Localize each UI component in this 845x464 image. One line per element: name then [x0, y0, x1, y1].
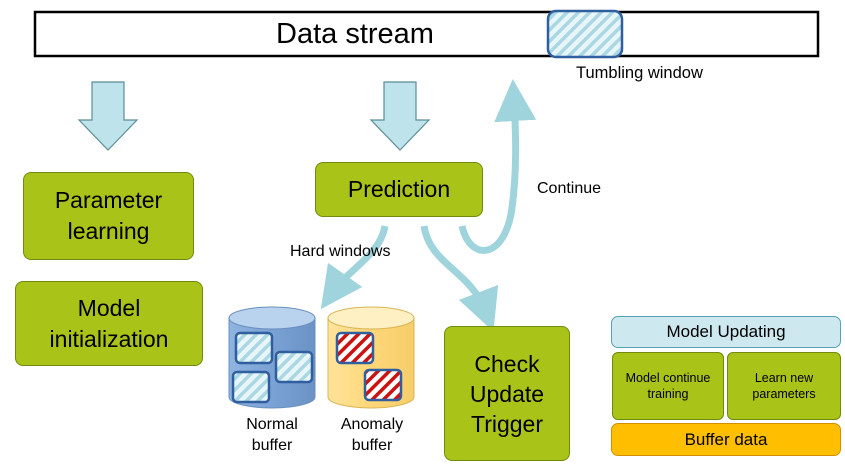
- model-continue-training-box: Model continue training: [612, 352, 724, 420]
- normal-window-1: [234, 331, 274, 365]
- normal-buffer-label: Normal buffer: [246, 416, 298, 454]
- model-updating-header: Model Updating: [611, 316, 841, 348]
- buffer-data-box: Buffer data: [611, 423, 841, 456]
- model-continue-training-label: Model continue training: [625, 371, 711, 401]
- parameter-learning-box: Parameter learning: [23, 172, 194, 260]
- continue-label: Continue: [537, 180, 602, 197]
- learn-new-parameters-box: Learn new parameters: [727, 352, 841, 420]
- learn-new-parameters-label: Learn new parameters: [752, 371, 816, 401]
- prediction-box: Prediction: [315, 162, 483, 217]
- anomaly-window-2: [363, 368, 403, 402]
- check-update-trigger-label: Check Update Trigger: [469, 350, 545, 437]
- model-initialization-label: Model initialization: [49, 294, 169, 352]
- hard-windows-arrow: [320, 225, 389, 310]
- check-update-trigger-box: Check Update Trigger: [444, 326, 570, 461]
- tumbling-window-label: Tumbling window: [576, 64, 703, 82]
- parameter-learning-label: Parameter learning: [54, 187, 163, 244]
- anomaly-buffer-cylinder: [327, 306, 415, 409]
- down-arrow-center: [369, 81, 431, 151]
- data-stream-bar: [33, 10, 820, 58]
- hard-windows-label: Hard windows: [290, 243, 391, 260]
- check-trigger-arrow: [420, 225, 499, 332]
- down-arrow-left: [77, 81, 139, 151]
- data-stream-label: Data stream: [276, 17, 434, 50]
- normal-window-2: [274, 350, 314, 384]
- tumbling-window-box: [546, 9, 624, 59]
- prediction-label: Prediction: [347, 176, 451, 202]
- continue-arrow: [458, 79, 537, 254]
- model-initialization-box: Model initialization: [15, 281, 203, 366]
- normal-window-3: [231, 370, 271, 404]
- normal-buffer-cylinder: [228, 306, 316, 409]
- anomaly-buffer-label: Anomaly buffer: [340, 416, 404, 454]
- anomaly-window-1: [335, 331, 375, 365]
